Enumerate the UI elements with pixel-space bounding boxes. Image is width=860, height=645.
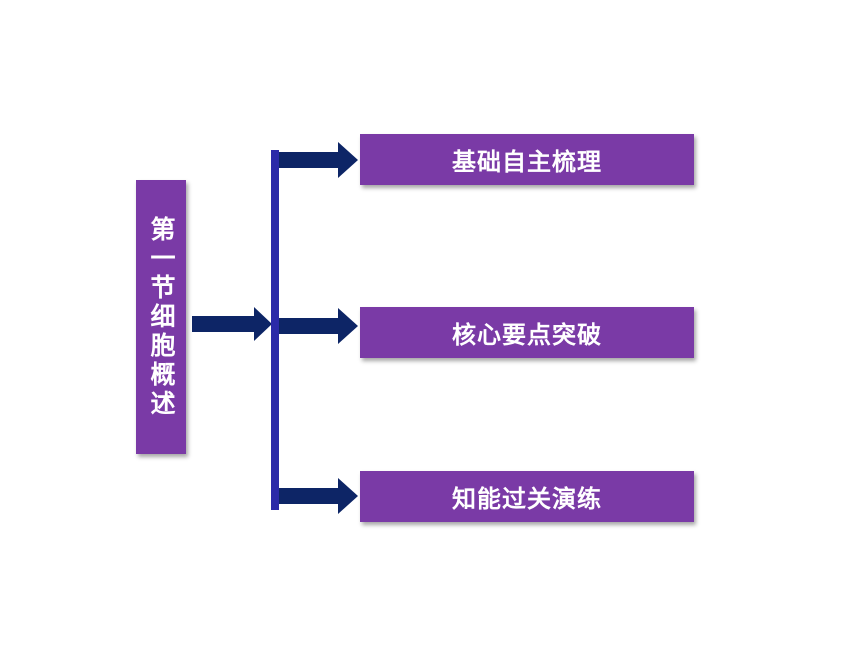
branch-arrow-0 — [279, 142, 358, 178]
branch-arrow-2 — [279, 478, 358, 514]
item-practice-drills[interactable]: 知能过关演练 — [360, 471, 694, 522]
vertical-bracket — [271, 150, 279, 510]
item-basic-review[interactable]: 基础自主梳理 — [360, 134, 694, 185]
branch-arrow-1 — [279, 308, 358, 344]
item-key-points[interactable]: 核心要点突破 — [360, 307, 694, 358]
main-arrow — [192, 307, 272, 341]
section-title-box: 第一节细胞概述 — [136, 180, 186, 454]
